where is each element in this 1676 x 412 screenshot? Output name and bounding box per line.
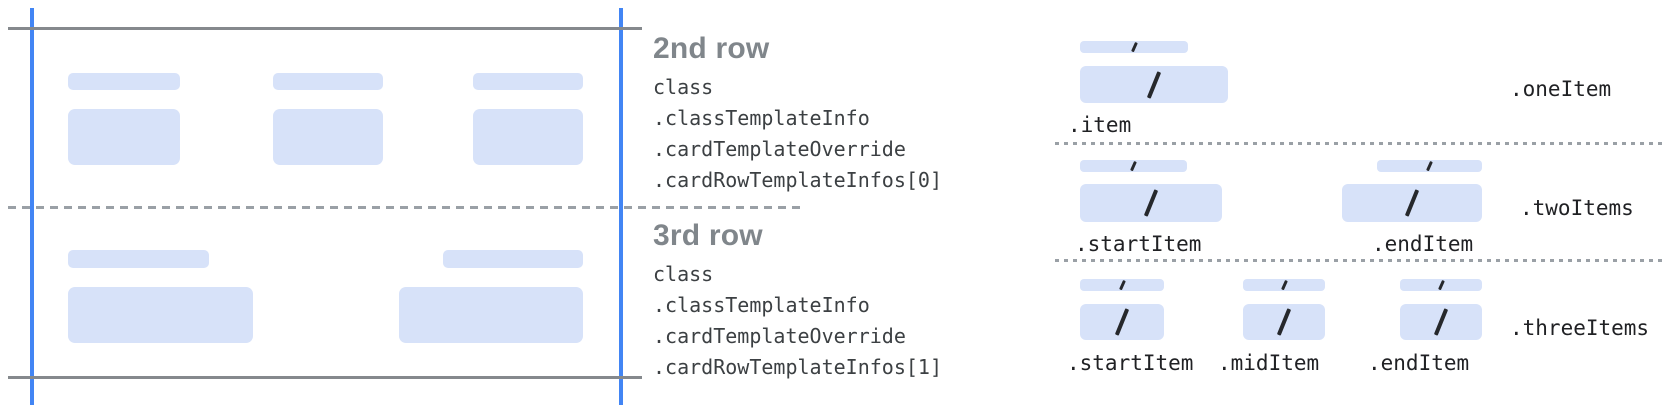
- end-item-value-bar: [1400, 304, 1482, 340]
- code-line: .cardRowTemplateInfos[1]: [653, 355, 942, 379]
- code-line: .classTemplateInfo: [653, 106, 870, 130]
- three-items-row-label: .threeItems: [1510, 316, 1650, 340]
- second-row-heading: 2nd row: [653, 32, 770, 65]
- start-item-field-label: .startItem: [1075, 232, 1202, 256]
- mid-item-label-bar: [1243, 279, 1325, 291]
- start-item-label-bar: [1080, 279, 1164, 291]
- field-value-placeholder: [68, 109, 180, 165]
- code-line: .classTemplateInfo: [653, 293, 870, 317]
- field-label-placeholder: [273, 73, 383, 90]
- third-row-class-path: class .classTemplateInfo .cardTemplateOv…: [653, 259, 942, 383]
- slash-icon: [1404, 189, 1420, 217]
- slash-icon: [1143, 189, 1159, 217]
- item-field-label: .item: [1068, 113, 1132, 137]
- third-row-bottom-boundary-line: [8, 376, 642, 379]
- diagram-separator-dotted-line: [1055, 142, 1665, 145]
- code-line: .cardTemplateOverride: [653, 137, 906, 161]
- code-line: class: [653, 262, 714, 286]
- start-item-field-label: .startItem: [1067, 351, 1194, 375]
- end-item-field-label: .endItem: [1372, 232, 1474, 256]
- end-item-field-label: .endItem: [1368, 351, 1470, 375]
- field-label-placeholder: [443, 250, 583, 268]
- code-line: class: [653, 75, 714, 99]
- start-item-label-bar: [1080, 160, 1187, 172]
- mid-item-field-label: .midItem: [1218, 351, 1320, 375]
- code-line: .cardTemplateOverride: [653, 324, 906, 348]
- two-items-row-label: .twoItems: [1520, 196, 1634, 220]
- second-row-class-path: class .classTemplateInfo .cardTemplateOv…: [653, 72, 942, 196]
- end-item-value-bar: [1342, 184, 1482, 222]
- second-row-top-boundary-line: [8, 27, 642, 30]
- field-label-placeholder: [68, 250, 209, 268]
- slash-icon: [1118, 279, 1126, 291]
- slash-icon: [1114, 308, 1130, 336]
- third-row-heading: 3rd row: [653, 219, 763, 252]
- start-item-value-bar: [1080, 304, 1164, 340]
- code-line: .cardRowTemplateInfos[0]: [653, 168, 942, 192]
- field-label-placeholder: [473, 73, 583, 90]
- slash-icon: [1426, 160, 1433, 172]
- mid-item-value-bar: [1243, 304, 1325, 340]
- field-value-placeholder: [68, 287, 253, 343]
- field-value-placeholder: [473, 109, 583, 165]
- field-value-placeholder: [273, 109, 383, 165]
- slash-icon: [1146, 70, 1162, 99]
- slash-icon: [1276, 308, 1292, 336]
- end-item-label-bar: [1377, 160, 1482, 172]
- slash-icon: [1130, 41, 1138, 53]
- slash-icon: [1130, 160, 1137, 172]
- field-value-placeholder: [399, 287, 583, 343]
- field-label-placeholder: [68, 73, 180, 90]
- item-value-bar: [1080, 66, 1228, 103]
- slash-icon: [1280, 279, 1288, 291]
- diagram-separator-dotted-line: [1055, 259, 1665, 262]
- item-label-bar: [1080, 41, 1188, 53]
- slash-icon: [1437, 279, 1445, 291]
- end-item-label-bar: [1400, 279, 1482, 291]
- one-item-row-label: .oneItem: [1510, 77, 1612, 101]
- start-item-value-bar: [1080, 184, 1222, 222]
- slash-icon: [1433, 308, 1449, 336]
- row-divider-dashed-line: [8, 206, 803, 209]
